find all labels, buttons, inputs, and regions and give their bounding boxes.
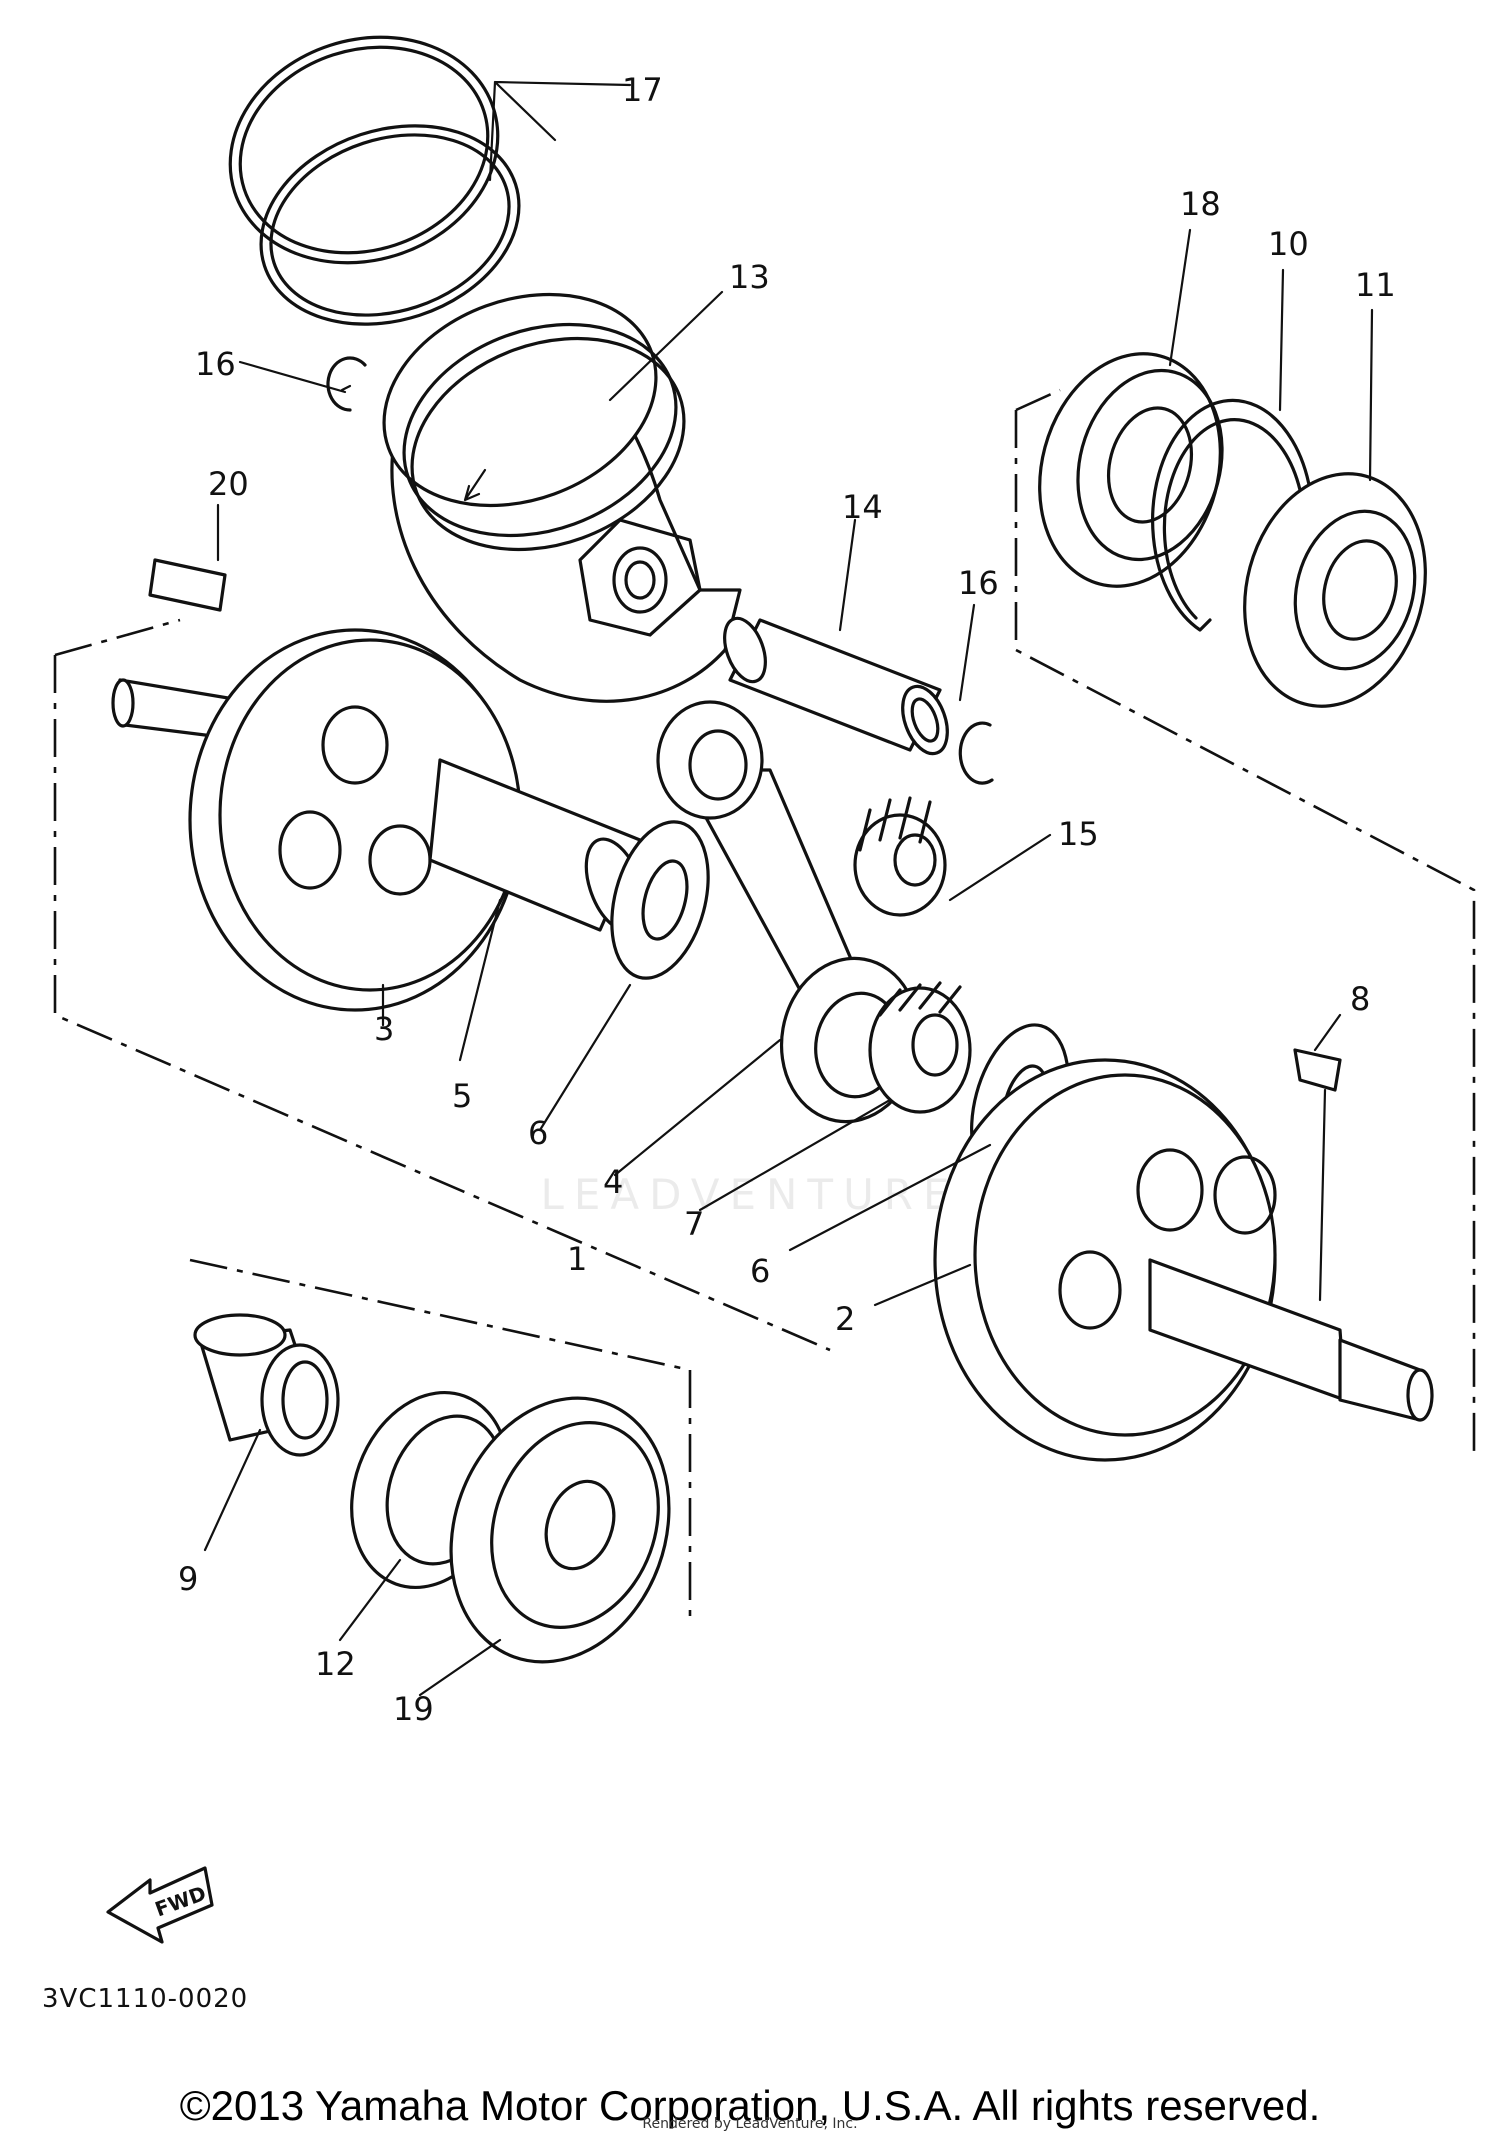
- callout-16-left: 16: [195, 345, 236, 383]
- callout-13: 13: [729, 258, 770, 296]
- assembly-boundaries: [53, 388, 1476, 1620]
- piston-pin-clip-left: [326, 356, 367, 412]
- left-main-bearing: [449, 1396, 671, 1664]
- oil-seal: [1243, 472, 1427, 708]
- right-main-bearing: [1038, 352, 1224, 588]
- callout-14: 14: [842, 488, 883, 526]
- crank-right-half: [933, 1058, 1434, 1462]
- callout-4: 4: [603, 1163, 623, 1201]
- callout-10: 10: [1268, 225, 1309, 263]
- piston-rings: [228, 35, 521, 326]
- callout-15: 15: [1058, 815, 1099, 853]
- watermark-text: LEADVENTURE: [540, 1170, 960, 1219]
- leader-lines: [203, 80, 1374, 1697]
- piston-pin-clip-right: [958, 721, 994, 785]
- callout-5: 5: [452, 1077, 472, 1115]
- callout-labels: 17 18 10 11 13 16 20 14 16 15 8 3 5 6 4 …: [178, 71, 1396, 1728]
- callout-7: 7: [684, 1205, 704, 1243]
- callout-9: 9: [178, 1560, 198, 1598]
- callout-16-right: 16: [958, 564, 999, 602]
- copyright-notice: ©2013 Yamaha Motor Corporation, U.S.A. A…: [179, 2082, 1321, 2129]
- thrust-washer-left: [610, 820, 710, 980]
- drawing-code: 3VC1110-0020: [42, 1984, 249, 2014]
- callout-8: 8: [1350, 980, 1370, 1018]
- collar: [193, 1313, 340, 1457]
- callout-2: 2: [835, 1300, 855, 1338]
- crank-left-half: [111, 628, 522, 1012]
- callout-6-left: 6: [528, 1114, 548, 1152]
- big-end-bearing: [868, 981, 972, 1114]
- callout-6-right: 6: [750, 1252, 770, 1290]
- callout-18: 18: [1180, 185, 1221, 223]
- callout-1: 1: [567, 1240, 587, 1278]
- piston-pin: [723, 616, 949, 756]
- callout-12: 12: [315, 1645, 356, 1683]
- crank-key-20: [148, 558, 227, 612]
- piston: [382, 292, 742, 703]
- crank-key-8: [1293, 1048, 1342, 1092]
- callout-17: 17: [622, 71, 663, 109]
- forward-arrow-icon: FWD: [106, 1866, 214, 1944]
- rendered-by-credit: Rendered by LeadVenture, Inc.: [642, 2116, 858, 2132]
- small-end-bearing: [853, 796, 947, 917]
- callout-19: 19: [393, 1690, 434, 1728]
- callout-20: 20: [208, 465, 249, 503]
- callout-11: 11: [1355, 266, 1396, 304]
- bearing-circlip: [1151, 398, 1312, 632]
- callout-3: 3: [374, 1010, 394, 1048]
